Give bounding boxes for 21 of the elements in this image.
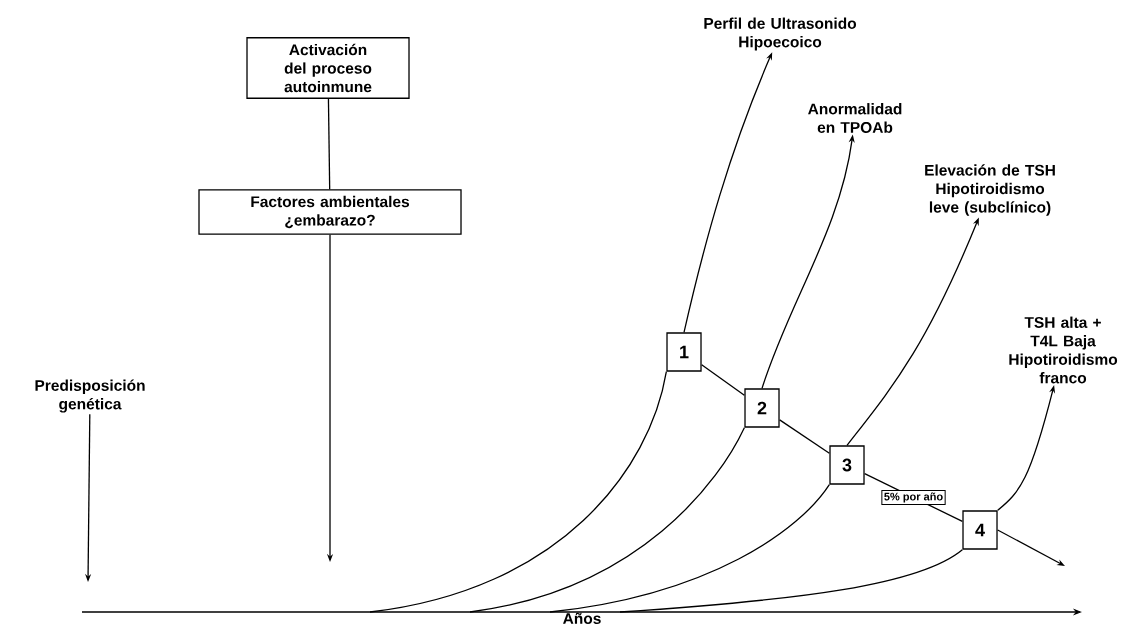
axis-label: Años bbox=[563, 612, 601, 625]
stage-number-box: 2 bbox=[744, 388, 780, 428]
edge-label: 5% por año bbox=[884, 492, 943, 503]
connector-line bbox=[549, 484, 830, 613]
arrow bbox=[997, 529, 1065, 566]
connector-line bbox=[619, 549, 963, 613]
stage-label: TSH alta + T4L Baja Hipotiroidismo franco bbox=[1009, 316, 1118, 384]
stage-label: Anormalidad en TPOAb bbox=[808, 103, 902, 133]
process-box: Activación del proceso autoinmune bbox=[246, 37, 410, 99]
stage-number-box: 1 bbox=[666, 332, 702, 372]
stage-label: Perfil de Ultrasonido Hipoecoico bbox=[704, 17, 857, 51]
process-box: Factores ambientales ¿embarazo? bbox=[198, 189, 462, 235]
stage-number-box: 3 bbox=[829, 445, 865, 485]
stage-label: Elevación de TSH Hipotiroidismo leve (subclínico) bbox=[925, 164, 1055, 216]
connector-line bbox=[701, 364, 745, 396]
stage-number-box: 4 bbox=[962, 510, 998, 550]
connector-line bbox=[369, 371, 667, 613]
stage-label: Predisposición genética bbox=[35, 379, 145, 413]
connector-line bbox=[469, 427, 745, 613]
connector-line bbox=[327, 98, 331, 190]
connector-line bbox=[779, 419, 830, 454]
